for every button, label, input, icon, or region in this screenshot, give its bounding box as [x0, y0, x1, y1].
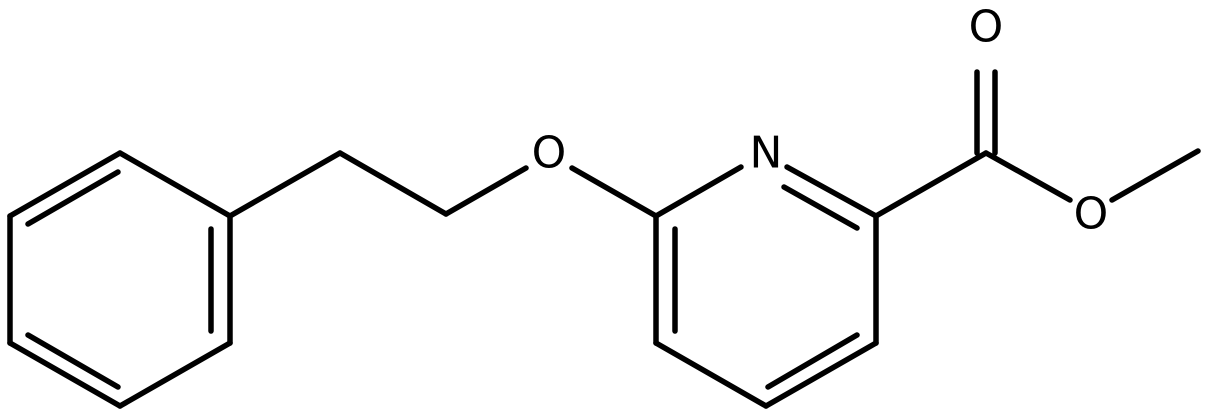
bond: [1109, 148, 1201, 203]
bond: [653, 164, 744, 219]
ethyl-linker: [227, 150, 659, 219]
ring-nitrogen-label: N: [750, 128, 783, 179]
double-bond-inner: [25, 169, 121, 227]
bond: [117, 340, 233, 409]
bond: [117, 150, 233, 219]
bond: [7, 340, 123, 409]
pyridine-ring: [653, 164, 879, 409]
bond: [443, 165, 529, 217]
ester-oxygen-label: O: [1074, 189, 1109, 240]
carbonyl-oxygen-label: O: [969, 2, 1004, 53]
bond: [569, 165, 659, 219]
bond: [337, 150, 449, 217]
benzene-ring: [7, 150, 233, 409]
bond: [227, 150, 343, 219]
ether-oxygen-label: O: [532, 128, 567, 179]
double-bond-inner: [781, 184, 860, 231]
bond: [653, 340, 769, 409]
bond: [983, 150, 1073, 203]
double-bond-inner: [25, 332, 121, 390]
bond: [7, 150, 123, 219]
bond: [873, 150, 989, 219]
bond: [784, 164, 879, 219]
double-bond-inner: [765, 332, 860, 390]
bond: [763, 340, 879, 409]
methyl-ester: [873, 69, 1201, 219]
